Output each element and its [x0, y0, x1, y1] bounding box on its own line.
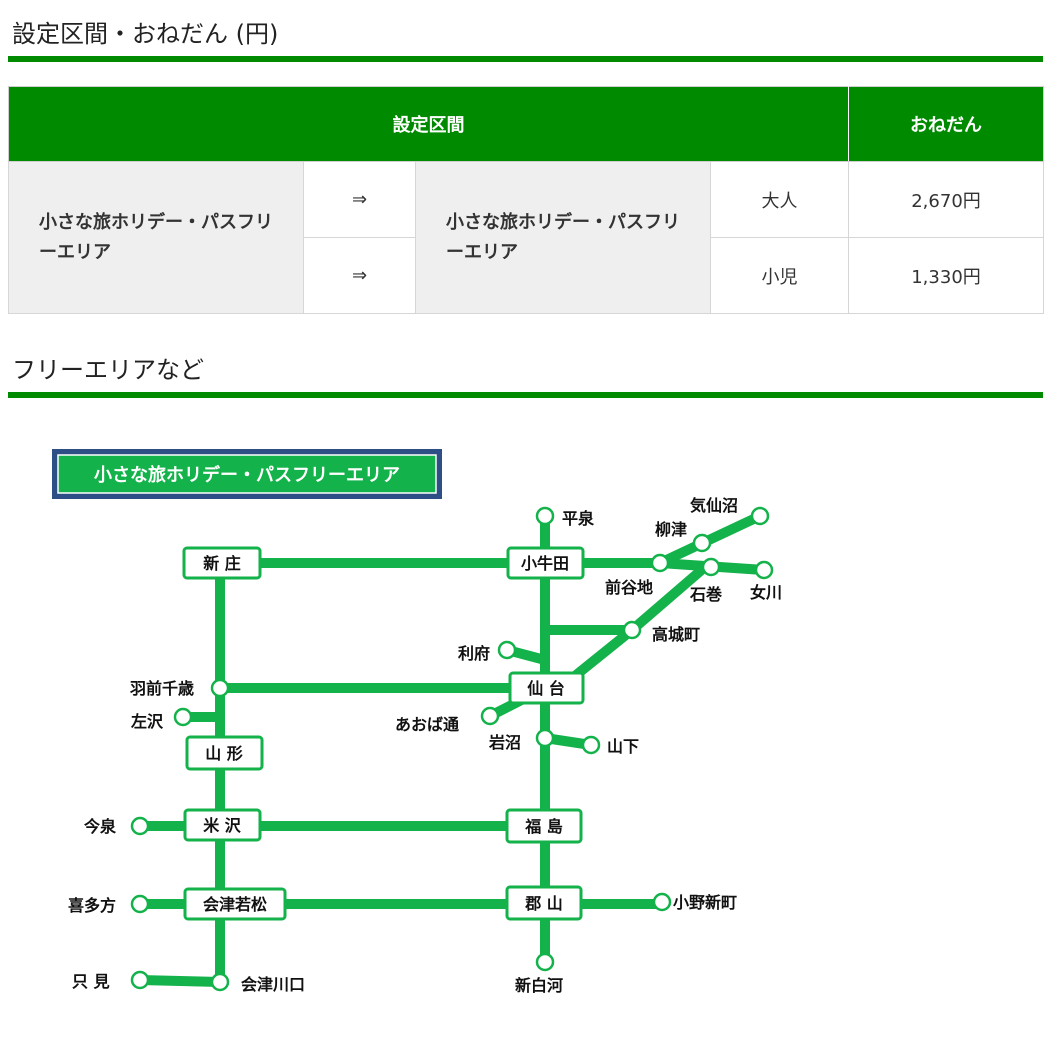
fare-from-area: 小さな旅ホリデー・パスフリーエリア: [8, 161, 304, 314]
station-ugo-chitose: 羽前千歳: [130, 679, 194, 698]
fare-table: 設定区間 おねだん 小さな旅ホリデー・パスフリーエリア ⇒ 小さな旅ホリデー・パ…: [8, 86, 1044, 314]
station-tadami-marker: [130, 970, 150, 990]
fare-header-price: おねだん: [848, 86, 1044, 162]
route-map: 小さな旅ホリデー・パスフリーエリア: [52, 449, 782, 995]
station-ishinomaki: 石巻: [689, 585, 723, 604]
station-kogota: 小牛田: [521, 554, 569, 573]
station-aizuwakamatsu-box: [183, 887, 287, 921]
station-rifu: 利府: [458, 644, 490, 663]
station-yonezawa-box: [183, 808, 262, 842]
station-yamagata-box: [185, 735, 264, 771]
station-yamashita: 山下: [607, 737, 639, 756]
station-shinshirakawa: 新白河: [515, 976, 563, 995]
station-ononiimachi: 小野新町: [673, 893, 737, 912]
station-aoba-dori: あおば通: [395, 715, 459, 734]
station-fukushima-box: [505, 808, 583, 844]
station-ononiimachi-marker: [652, 892, 672, 912]
station-iwanuma: 岩沼: [488, 733, 521, 752]
station-ishinomaki-marker: [701, 557, 721, 577]
major-stations: [182, 546, 585, 921]
station-shinjo-box: [182, 546, 262, 580]
station-imaizumi-marker: [130, 816, 150, 836]
station-kesennuma: 気仙沼: [690, 496, 738, 515]
legend-box: [57, 454, 437, 494]
station-yamashita-marker: [581, 735, 601, 755]
station-sazawa-marker: [173, 707, 193, 727]
fare-category-child: 小児: [710, 237, 849, 314]
fare-arrow: ⇒: [303, 237, 416, 314]
section-title-fare: 設定区間・おねだん (円): [12, 20, 279, 48]
station-imaizumi: 今泉: [83, 817, 117, 836]
legend-label: 小さな旅ホリデー・パスフリーエリア: [94, 464, 400, 486]
station-shinjo: 新 庄: [203, 554, 241, 573]
station-maeyachi: 前谷地: [605, 578, 653, 597]
station-fukushima: 福 島: [524, 817, 563, 836]
station-takagimachi-marker: [622, 620, 642, 640]
station-ugo-chitose-marker: [210, 678, 230, 698]
station-aizukawaguchi-marker: [210, 972, 230, 992]
line-senseki-north: [627, 562, 710, 635]
fare-to-area: 小さな旅ホリデー・パスフリーエリア: [415, 161, 711, 314]
station-maeyachi-marker: [650, 553, 670, 573]
station-aizukawaguchi: 会津川口: [241, 975, 305, 994]
station-sazawa: 左沢: [130, 712, 164, 731]
station-sendai-box: [508, 671, 585, 705]
section-divider: [8, 392, 1043, 398]
station-hiraizumi: 平泉: [562, 509, 595, 528]
station-kesennuma-marker: [750, 506, 770, 526]
station-shinshirakawa-marker: [535, 952, 555, 972]
station-yanaizu-marker: [692, 533, 712, 553]
station-kogota-box: [506, 546, 585, 580]
station-takagimachi: 高城町: [652, 625, 700, 644]
section-divider: [8, 56, 1043, 62]
station-koriyama: 郡 山: [524, 894, 563, 913]
station-onagawa-marker: [754, 560, 774, 580]
fare-header-section: 設定区間: [8, 86, 849, 162]
station-onagawa: 女川: [750, 583, 782, 602]
station-yanaizu: 柳津: [655, 520, 687, 539]
fare-price-adult: 2,670円: [848, 161, 1044, 238]
station-aizuwakamatsu: 会津若松: [203, 895, 267, 914]
station-kitakata-marker: [130, 894, 150, 914]
station-koriyama-box: [505, 885, 583, 921]
fare-arrow: ⇒: [303, 161, 416, 238]
station-tadami: 只 見: [72, 972, 110, 991]
station-yamagata: 山 形: [205, 744, 243, 763]
station-aoba-dori-marker: [480, 706, 500, 726]
station-sendai: 仙 台: [527, 679, 565, 698]
station-rifu-marker: [497, 640, 517, 660]
fare-price-child: 1,330円: [848, 237, 1044, 314]
fare-category-adult: 大人: [710, 161, 849, 238]
small-stations: [130, 506, 774, 992]
station-yonezawa: 米 沢: [203, 816, 242, 835]
station-iwanuma-marker: [535, 728, 555, 748]
station-kitakata: 喜多方: [68, 896, 116, 915]
section-title-area: フリーエリアなど: [12, 356, 204, 384]
line-tadami: [135, 975, 225, 987]
station-hiraizumi-marker: [535, 506, 555, 526]
